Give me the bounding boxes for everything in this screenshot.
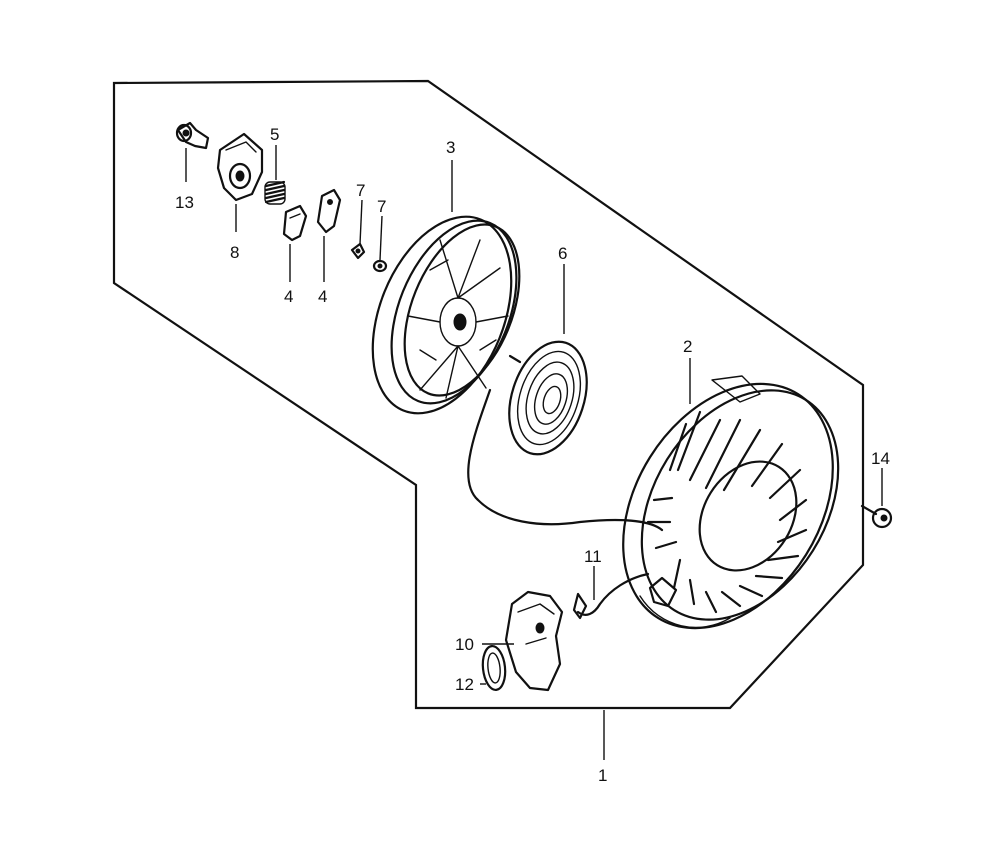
callout-13: 13 [175,193,194,212]
callout-12: 12 [455,675,474,694]
callout-7b: 7 [377,197,386,216]
setting-bolt-icon [175,121,210,150]
washer-left-icon [350,242,366,260]
grip-insert-icon [481,644,507,692]
rope-end-icon [572,572,650,620]
callout-10: 10 [455,635,474,654]
callout-14: 14 [871,449,890,468]
starter-reel-icon [371,215,521,415]
callout-4b: 4 [318,287,327,306]
callout-11: 11 [584,547,602,566]
rope-icon [467,388,664,532]
recoil-spring-icon [508,340,588,456]
callout-8: 8 [230,243,239,262]
ratchet-right-icon [316,188,342,234]
flange-bolt-icon [860,504,893,529]
friction-plate-icon [216,132,264,202]
callout-1: 1 [598,766,607,785]
callout-3: 3 [446,138,455,157]
ratchet-left-icon [282,204,308,242]
callout-7a: 7 [356,181,365,200]
starter-case-icon [622,375,840,630]
starter-grip-icon [504,590,564,692]
leader-7b [379,215,383,261]
assembly-frame [112,79,865,710]
leader-7a [359,199,363,245]
callout-5: 5 [270,125,279,144]
ratchet-spring-icon [264,180,286,205]
callout-2: 2 [683,337,692,356]
callout-4a: 4 [284,287,293,306]
callout-6: 6 [558,244,567,263]
washer-right-icon [372,259,388,273]
